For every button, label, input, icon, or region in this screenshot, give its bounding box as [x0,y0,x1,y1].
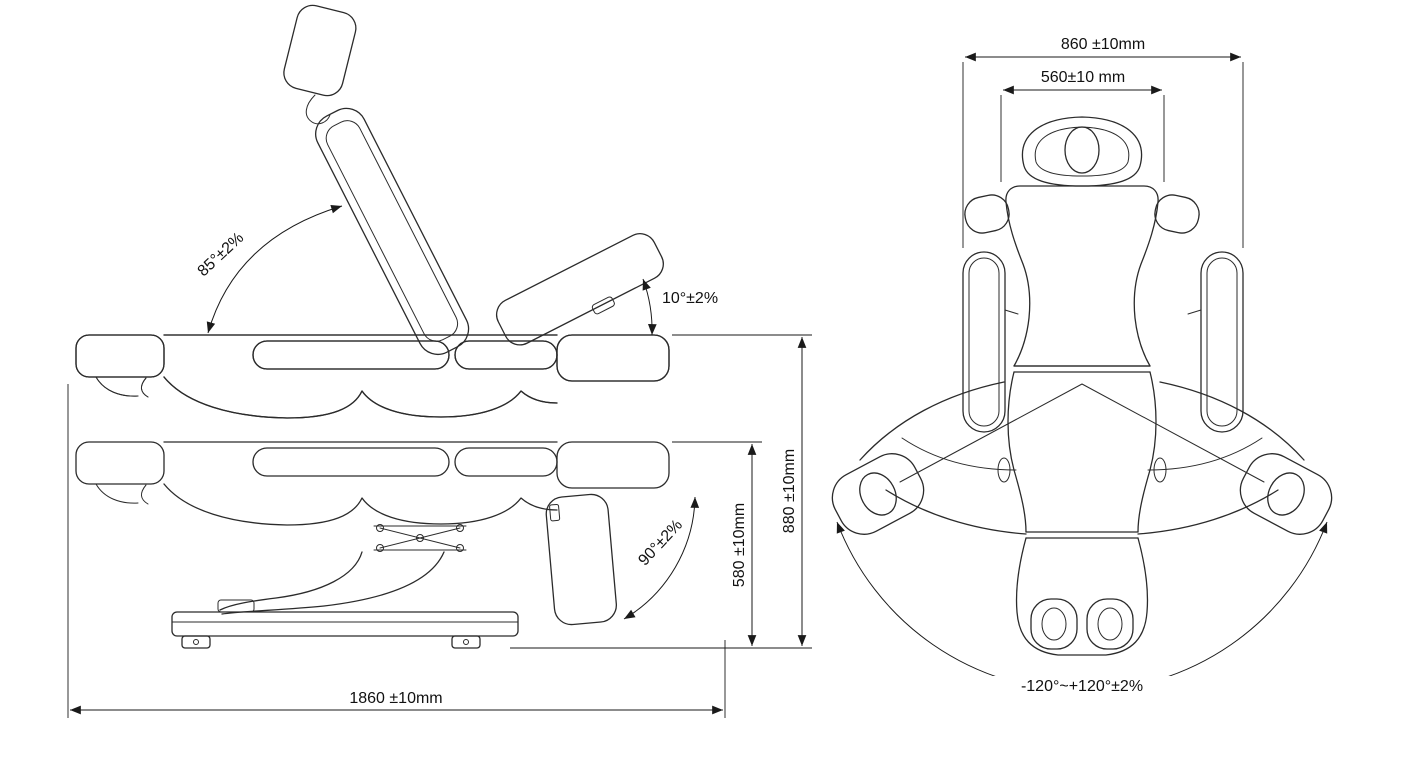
backrest-top [1005,185,1159,367]
rotation-range-label: -120°~+120°±2% [1021,678,1143,695]
legrest-arc [623,496,700,620]
armrest-left [962,251,1019,433]
legrest-top [1015,537,1149,656]
footrest-angle-label: 10°±2% [662,290,718,307]
dim-seat-height: 580 ±10mm [672,441,762,646]
side-view: 85°±2% 10°±2% 90°±2% [67,4,812,718]
headrest-top [1021,116,1143,187]
backrest-angle-label: 85°±2% [195,229,248,280]
seat-height-label: 580 ±10mm [731,503,748,587]
bed-lower [75,441,670,526]
headrest-hole [1064,126,1100,174]
swing-radius-lines [899,383,1265,483]
bed-upper [75,334,670,419]
backrest-arc [206,204,343,334]
dim-cushion-width: 560±10 mm [1000,69,1165,182]
overall-width-label: 860 ±10mm [1061,36,1145,53]
base-foot-right [451,635,481,649]
lift-mechanism [373,524,467,552]
headrest-strap [305,94,331,125]
cushion-width-label: 560±10 mm [1041,69,1125,86]
headrest-side [283,4,357,125]
swing-wing-right [1137,381,1305,535]
seat-knob-left [997,457,1011,483]
base-foot-left [181,635,211,649]
seat-knob-right [1153,457,1167,483]
swing-wing-left [859,381,1027,535]
armrest-right [1187,251,1244,433]
rotation-arc [836,521,1328,692]
dim-overall-length: 1860 ±10mm [67,384,726,718]
footpad-left [1030,598,1078,650]
dim-overall-height: 880 ±10mm [510,334,812,649]
dim-overall-width: 860 ±10mm [962,36,1244,248]
top-view: -120°~+120°±2% 860 ±10mm 560±10 mm [831,36,1333,697]
footrest-arc [642,278,657,336]
base-plate [171,599,519,649]
overall-height-label: 880 ±10mm [781,449,798,533]
base-motor-box [217,599,255,613]
seat-top [997,365,1167,539]
handle-right [1154,194,1200,234]
footrest-raised [495,233,664,346]
handle-left [964,194,1010,234]
legrest-dropped [545,493,617,626]
backrest-raised [315,107,470,356]
rotation-label-backing [990,676,1175,697]
footpad-right [1086,598,1134,650]
overall-length-label: 1860 ±10mm [349,690,442,707]
